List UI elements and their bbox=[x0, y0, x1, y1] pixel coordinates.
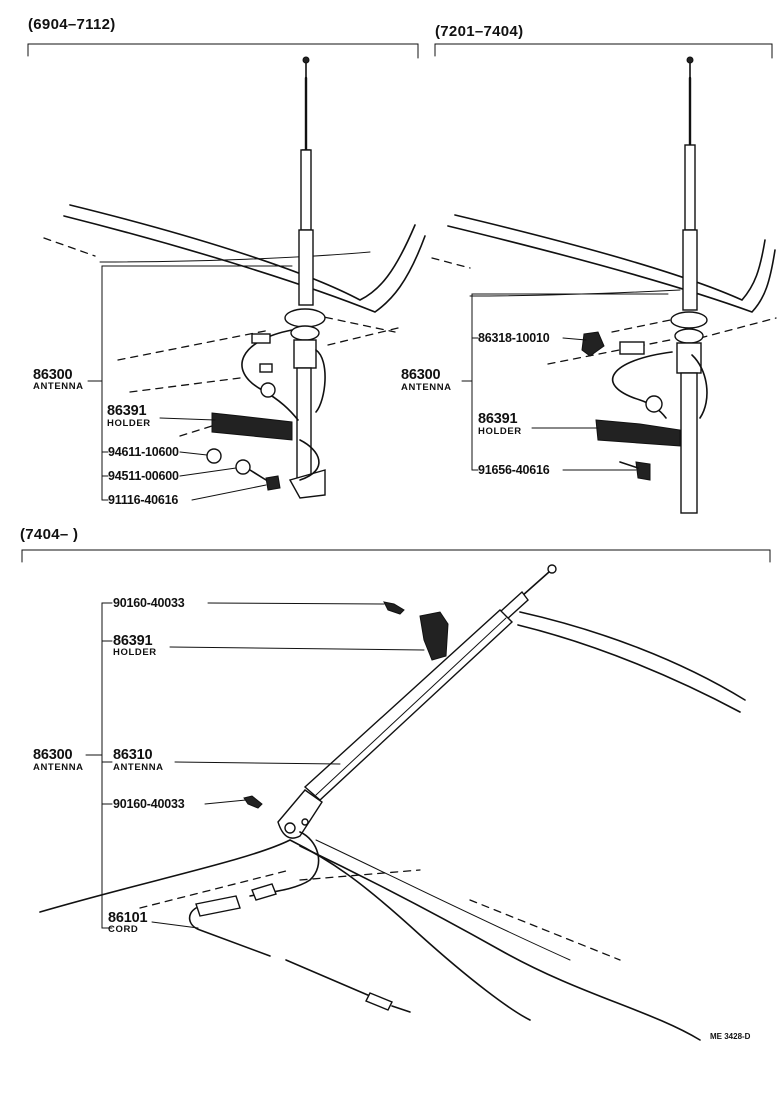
s1-holder-part-number: 86391 bbox=[107, 403, 147, 419]
s2-antenna-part-name: ANTENNA bbox=[401, 382, 452, 393]
s2-part-86318: 86318-10010 bbox=[478, 331, 550, 345]
s2-antenna-part-number: 86300 bbox=[401, 367, 441, 383]
section-2-leaders bbox=[461, 293, 669, 471]
s1-part-91116: 91116-40616 bbox=[108, 493, 179, 507]
s3-antenna-part-name: ANTENNA bbox=[113, 762, 164, 773]
section-1-range: (6904–7112) bbox=[28, 16, 116, 33]
s1-holder-part-name: HOLDER bbox=[107, 418, 151, 429]
section-1-antenna-drawing bbox=[179, 56, 326, 499]
s3-antenna-assy-number: 86300 bbox=[33, 747, 73, 763]
section-2-antenna-drawing bbox=[581, 56, 708, 514]
section-2-range: (7201–7404) bbox=[435, 23, 524, 40]
s1-part-94611: 94611-10600 bbox=[108, 445, 179, 459]
section-1-car-body bbox=[43, 204, 426, 393]
s3-cord-part-name: CORD bbox=[108, 924, 139, 935]
section-3-range: (7404– ) bbox=[20, 526, 79, 543]
s3-holder-part-number: 86391 bbox=[113, 633, 153, 649]
s3-antenna-part-number: 86310 bbox=[113, 747, 153, 763]
s1-antenna-part-number: 86300 bbox=[33, 367, 73, 383]
section-1-leaders bbox=[87, 265, 293, 501]
section-1-bracket bbox=[27, 43, 419, 59]
s2-holder-part-number: 86391 bbox=[478, 411, 518, 427]
s3-cord-part-number: 86101 bbox=[108, 910, 148, 926]
section-3-leaders bbox=[85, 602, 425, 929]
s3-screw-bottom: 90160-40033 bbox=[113, 797, 185, 811]
s1-antenna-part-name: ANTENNA bbox=[33, 381, 84, 392]
drawing-code: ME 3428-D bbox=[710, 1032, 751, 1041]
section-3-bracket bbox=[21, 549, 771, 563]
s2-part-91656: 91656-40616 bbox=[478, 463, 550, 477]
s1-part-94511: 94511-00600 bbox=[108, 469, 179, 483]
s3-screw-top: 90160-40033 bbox=[113, 596, 185, 610]
section-3-car-body bbox=[39, 611, 746, 1041]
s3-antenna-assy-name: ANTENNA bbox=[33, 762, 84, 773]
s2-holder-part-name: HOLDER bbox=[478, 426, 522, 437]
section-2-bracket bbox=[434, 43, 773, 59]
s3-holder-part-name: HOLDER bbox=[113, 647, 157, 658]
section-3-antenna-drawing bbox=[188, 564, 557, 1013]
